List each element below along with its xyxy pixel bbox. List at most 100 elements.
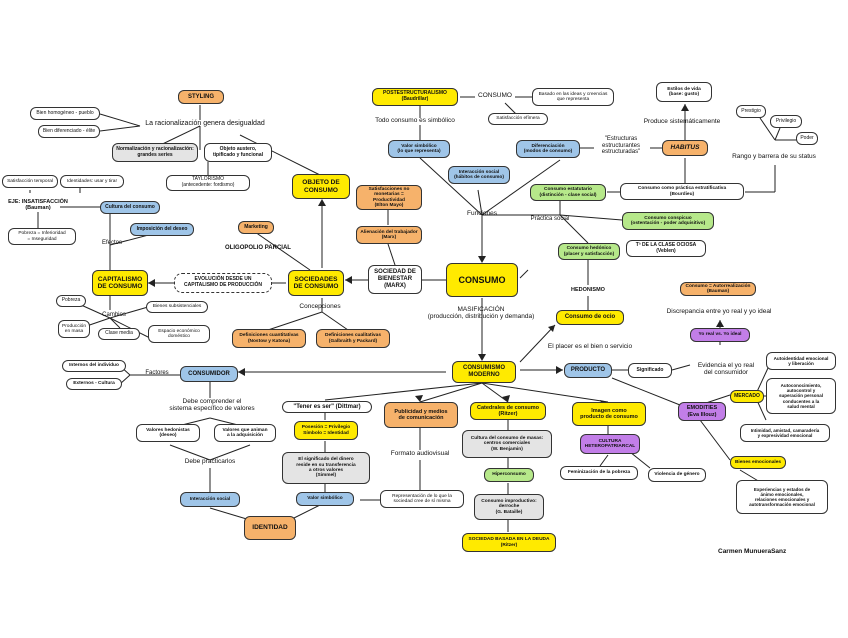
node-posesion: Posesión = Privilegio Símbolo = Identida… [294,421,358,440]
node-consumo-de-ocio: Consumo de ocio [556,310,624,325]
node-consumo: CONSUMO [446,263,518,297]
node-capitalismo-de-consumo: CAPITALISMO DE CONSUMO [92,270,148,296]
node-violencia-genero: Violencia de género [648,468,706,482]
node-interaccion-social-top: Interacción social (hábitos de consumo) [448,166,510,184]
node-feminizacion: Feminización de la pobreza [560,466,638,480]
node-objeto-de-consumo: OBJETO DE CONSUMO [292,174,350,199]
node-publicidad: Publicidad y medios de comunicación [384,402,458,428]
node-satisfaccion-temporal: Satisfacción temporal [2,175,58,188]
node-consumo-conspicuo: Consumo conspicuo (ostentación - poder a… [622,212,714,230]
text-factores: Factores [145,370,169,376]
node-clase-media: Clase media [98,328,140,340]
node-consumo-practica: Consumo como práctica estratificativa (B… [620,183,744,200]
node-satisfaccion-efimera: Satisfacción efímera [488,113,548,125]
node-valor-simbolico-top: Valor simbólico (lo que representa) [388,140,450,158]
text-oligopolio: OLIGOPOLIO PARCIAL [225,245,291,251]
node-representacion: Representación de lo que la sociedad cre… [380,490,464,508]
node-taylorismo: TAYLORISMO (antecedente: fordismo) [166,175,250,191]
node-basado-en-ideas: Basado en las ideas y creencias que repr… [532,88,614,106]
text-masificacion: MASIFICACIÓN (producción, distribución y… [427,306,535,321]
node-autoidentidad: Autoidentidad emocional y liberación [766,352,836,370]
node-poder: Poder [796,132,818,145]
node-sociedades-de-consumo: SOCIEDADES DE CONSUMO [288,270,344,296]
text-eje-insatisfaccion: EJE: INSATISFACCIÓN (Bauman) [8,199,68,212]
text-estructuras: "Estructuras estructurantes estructurada… [601,136,641,156]
node-pobreza: Pobreza [56,295,86,307]
node-normalizacion: Normalización y racionalización: grandes… [112,143,198,162]
node-identidades: Identidades: usar y tirar [60,175,124,188]
node-cultura-del-consumo: Cultura del consumo [100,201,160,214]
node-marketing: Marketing [238,221,274,234]
node-sociedad-deuda: SOCIEDAD BASADA EN LA DEUDA (Ritzer) [462,533,556,552]
node-diferenciacion: Diferenciación (modos de consumo) [516,140,580,158]
text-concepciones: Concepciones [299,303,341,310]
node-emodities: EMODITIES (Eva Illouz) [678,402,726,421]
text-todo-consumo-simbolico: Todo consumo es simbólico [375,117,455,124]
node-postestructuralismo: POSTESTRUCTURALISMO (Baudrillar) [372,88,458,106]
text-el-placer: El placer es el bien o servicio [547,343,633,350]
node-prestigio: Prestigio [736,105,766,118]
node-cultura-masas: Cultura del consumo de masas: centros co… [462,430,552,458]
node-definiciones-cualitativas: Definiciones cualitativas (Galbraith y P… [316,329,390,348]
node-definiciones-cuantitativas: Definiciones cuantitativas (Nostow y Kat… [232,329,306,348]
node-objeto-austero: Objeto austero, tipificado y funcional [204,143,272,162]
text-funciones: Funciones [467,210,497,217]
node-catedrales: Catedrales de consumo (Ritzer) [470,402,546,420]
node-bien-diferenciado: Bien diferenciado - élite [38,125,100,138]
node-espacio-economico: Espacio económico doméstico [148,325,210,343]
node-hiperconsumo: Hiperconsumo [484,468,534,482]
text-cambios: Cambios [102,312,126,318]
node-yo-real-yo-ideal: Yo real vs. Yo ideal [690,328,750,342]
node-sociedad-de-bienestar: SOCIEDAD DE BIENESTAR (MARX) [368,265,422,294]
text-efectos: Efectos [101,240,122,246]
node-internos: Internos del individuo [62,360,126,372]
text-debe-practicarlos: Debe practicarlos [184,458,236,465]
node-consumo-estatutario: Consumo estatutario (distinción - clase … [530,184,606,201]
node-producto: PRODUCTO [564,363,612,378]
node-bien-homogeneo: Bien homogéneo - pueblo [30,107,100,120]
node-produccion-en-masa: Producción en masa [58,320,90,338]
node-valores-hedonistas: Valores hedonistas (deseo) [136,424,200,442]
node-significado-dinero: El significado del dinero reside en su t… [282,452,370,484]
node-evolucion: EVOLUCIÓN DESDE UN CAPITALISMO DE PRODUC… [174,273,272,293]
text-practica-social: Práctica social [530,216,570,222]
text-produce-sistematicamente: Produce sistemáticamente [643,118,721,125]
text-discrepancia: Discrepancia entre yo real y yo ideal [666,308,772,315]
text-evidencia: Evidencia el yo real del consumidor [697,362,755,377]
node-consumo-hedonico: Consumo hedónico (placer y satisfacción) [558,243,620,260]
text-debe-comprender: Debe comprender el sistema específico de… [169,398,255,413]
node-imposicion-deseo: Imposición del deseo [130,223,194,236]
node-satisfacciones-no-monetarias: Satisfacciones no monetarias = Productiv… [356,185,422,210]
node-consumismo-moderno: CONSUMISMO MODERNO [452,361,516,383]
node-consumo-autorrealizacion: Consumo = Autorrealización (Bauman) [680,282,756,296]
node-tener-es-ser: "Tener es ser" (Dittmar) [282,401,372,413]
node-bienes-subsistenciales: Bienes subsistenciales [146,301,208,313]
text-racionalizacion: La racionalización genera desigualdad [145,120,265,127]
node-valor-simbolico-bottom: Valor simbólico [296,492,354,506]
text-rango-barrera: Rango y barrera de su status [732,153,816,160]
node-significado: Significado [628,363,672,378]
node-bienes-emocionales: Bienes emocionales [730,456,786,469]
node-clase-ociosa: Tª DE LA CLASE OCIOSA (Veblen) [626,240,706,257]
node-valores-animan: Valores que animan a la adquisición [214,424,276,442]
node-externos: Externos - Cultura [66,378,122,390]
text-hedonismo: HEDONISMO [571,287,605,293]
node-privilegio: Privilegio [770,115,802,128]
node-interaccion-social-bottom: Interacción social [180,492,240,507]
text-formato-audiovisual: Formato audiovisual [390,450,450,457]
text-consumo-label: CONSUMO [478,92,512,99]
node-alienacion: Alienación del trabajador (Marx) [356,226,422,244]
node-habitus: HABITUS [662,140,708,156]
node-experiencias: Experiencias y estados de ánimo emociona… [736,480,828,514]
node-estilos-de-vida: Estilos de vida (base: gusto) [656,82,712,102]
node-autoconocimiento: Autoconocimiento, autocontrol y superaci… [766,378,836,414]
author-credit: Carmen MunueraSanz [718,548,787,555]
node-consumidor: CONSUMIDOR [180,366,238,382]
node-imagen-producto: Imagen como producto de consumo [572,402,646,426]
node-consumo-improductivo: Consumo improductivo: derroche (G. Batai… [474,494,544,520]
node-pobreza-inferioridad: Pobreza = Inferioridad = Inseguridad [8,228,76,245]
node-cultura-heteropatriarcal: CULTURA HETEROPATRIARCAL [580,434,640,454]
node-intimidad: Intimidad, amistad, camaradería y expres… [740,424,830,442]
node-styling: STYLING [178,90,224,104]
node-identidad: IDENTIDAD [244,516,296,540]
